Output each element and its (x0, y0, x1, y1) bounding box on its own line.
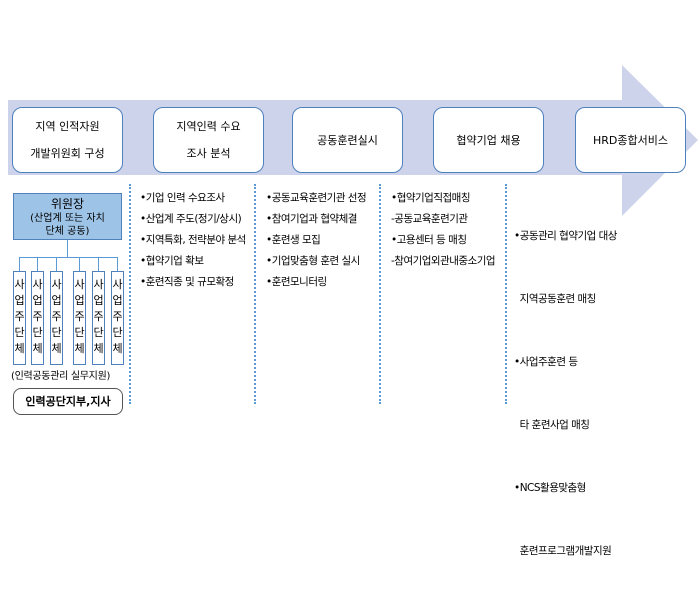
connector (19, 257, 118, 258)
detail-item: •고용센터 등 매칭 (391, 234, 467, 246)
chief-desc: 단체 공동) (45, 226, 90, 237)
step-label: 공동훈련실시 (317, 133, 378, 147)
connector (19, 257, 20, 271)
divider (254, 184, 256, 404)
detail-item: •훈련직종 및 규모확정 (140, 276, 234, 288)
connector (56, 257, 57, 271)
connector (67, 240, 68, 257)
hrd-details: •공동관리 협약기업 대상 지역공동훈련 매칭 •사업주훈련 등 타 훈련사업 … (514, 184, 617, 604)
survey-details: •기업 인력 수요조사 •산업계 주도(정기/상시) •지역특화, 전략분야 분… (140, 188, 246, 293)
step-label: 지역인력 수요 (176, 120, 241, 133)
employer-group-box: 사업주단체 (31, 271, 44, 365)
step-label: HRD종합서비스 (593, 133, 668, 147)
detail-item: 훈련프로그램개발지원 (514, 545, 612, 557)
step-label: 개발위원회 구성 (30, 147, 105, 160)
detail-item: •NCS활용맞춤형 (514, 482, 586, 494)
detail-item: •지역특화, 전략분야 분석 (140, 234, 246, 246)
chief-desc: (산업계 또는 자치 (30, 213, 105, 224)
detail-item: •참여기업과 협약체결 (266, 213, 357, 225)
detail-item: •기업 인력 수요조사 (140, 192, 225, 204)
employer-group-box: 사업주단체 (13, 271, 26, 365)
detail-item: -참여기업외관내중소기업 (391, 255, 496, 267)
detail-item: •협약기업직접매칭 (391, 192, 470, 204)
connector (98, 257, 99, 271)
divider (379, 184, 381, 404)
detail-item: 타 훈련사업 매칭 (514, 419, 590, 431)
connector (79, 257, 80, 271)
step-label: 협약기업 채용 (456, 133, 521, 147)
detail-item: •공동관리 협약기업 대상 (514, 230, 617, 242)
detail-item: •훈련생 모집 (266, 234, 321, 246)
detail-item: -공동교육훈련기관 (391, 213, 468, 225)
detail-item: •기업맞춤형 훈련 실시 (266, 255, 360, 267)
employer-group-box: 사업주단체 (73, 271, 86, 365)
divider (505, 184, 507, 404)
divider (129, 184, 131, 404)
detail-item: 지역공동훈련 매칭 (514, 293, 597, 305)
detail-item: •산업계 주도(정기/상시) (140, 213, 242, 225)
chief-box: 위원장 (산업계 또는 자치 단체 공동) (13, 193, 122, 240)
step-label: 조사 분석 (186, 147, 231, 160)
chief-title: 위원장 (50, 197, 85, 211)
connector (117, 257, 118, 271)
step-hrd-service: HRD종합서비스 (575, 107, 686, 173)
connector (37, 257, 38, 271)
detail-item: •공동교육훈련기관 선정 (266, 192, 367, 204)
detail-item: •훈련모니터링 (266, 276, 327, 288)
hiring-details: •협약기업직접매칭 -공동교육훈련기관 •고용센터 등 매칭 -참여기업외관내중… (391, 188, 496, 272)
support-note: (인력공동관리 실무지원) (11, 371, 111, 382)
employer-group-box: 사업주단체 (111, 271, 124, 365)
detail-item: •협약기업 확보 (140, 255, 204, 267)
detail-item: •사업주훈련 등 (514, 356, 578, 368)
employer-group-box: 사업주단체 (50, 271, 63, 365)
employer-group-box: 사업주단체 (92, 271, 105, 365)
training-details: •공동교육훈련기관 선정 •참여기업과 협약체결 •훈련생 모집 •기업맞춤형 … (266, 188, 367, 293)
step-training: 공동훈련실시 (292, 107, 403, 173)
branch-box: 인력공단지부,지사 (13, 388, 123, 415)
step-label: 지역 인적자원 (35, 120, 100, 133)
step-hiring: 협약기업 채용 (433, 107, 544, 173)
